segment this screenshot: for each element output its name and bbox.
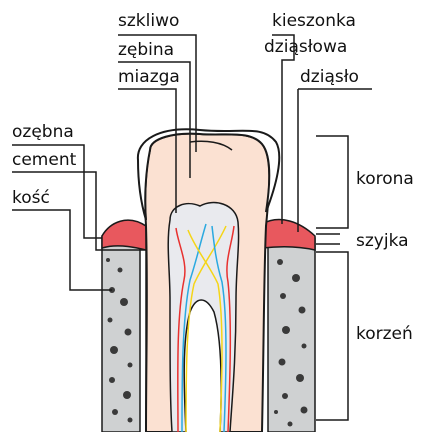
label-root: korzeń (356, 324, 413, 344)
label-dentin: zębina (118, 40, 174, 60)
label-gum: dziąsło (300, 67, 359, 87)
label-enamel: szkliwo (118, 11, 179, 31)
label-gingival-pocket-line2: dziąsłowa (264, 37, 347, 57)
label-periodontium: ozębna (12, 122, 74, 142)
label-crown: korona (356, 169, 414, 189)
label-gingival-pocket-line1: kieszonka (272, 11, 356, 31)
label-neck: szyjka (356, 231, 409, 251)
label-bone: kość (12, 188, 50, 208)
label-cementum: cement (12, 150, 77, 170)
label-pulp: miazga (118, 67, 180, 87)
